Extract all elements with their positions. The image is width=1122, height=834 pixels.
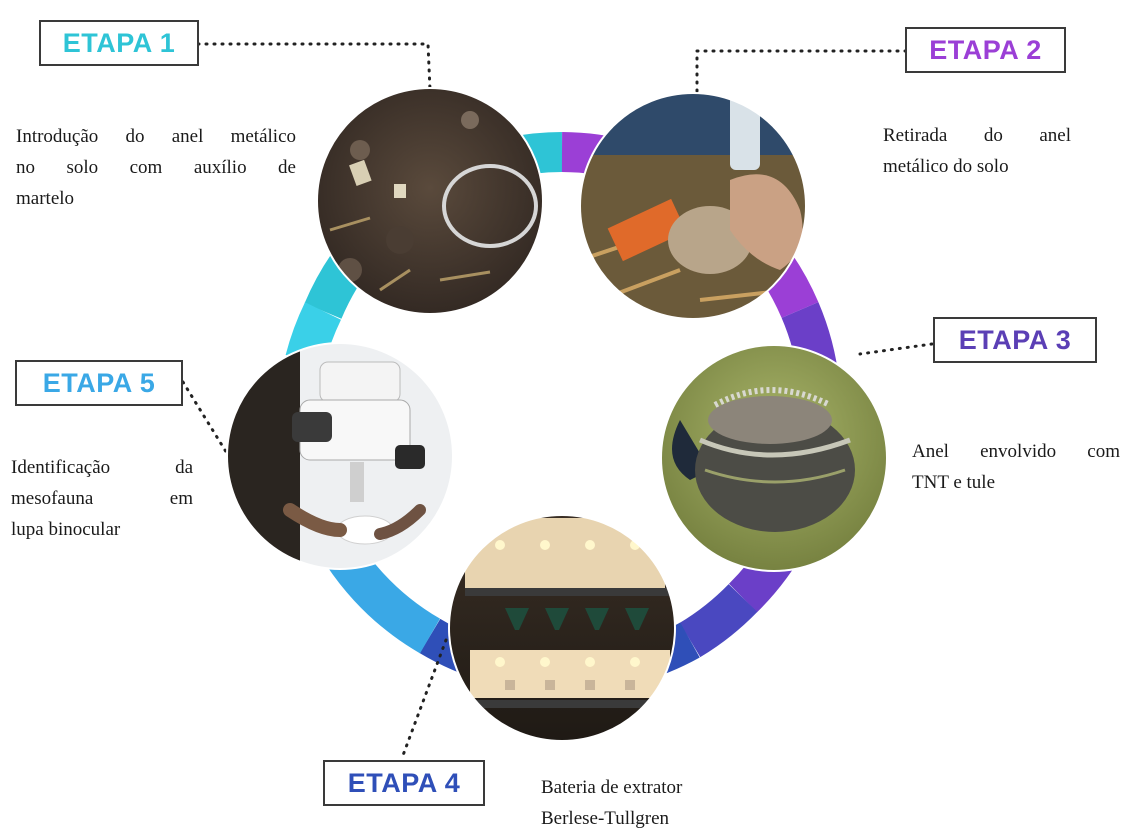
stage-description-5-line-1: Identificação da <box>11 457 193 478</box>
stage-description-4: Bateria de extrator Berlese-Tullgren <box>541 772 741 834</box>
stage-description-5: Identificação da mesofauna em lupa binoc… <box>11 452 193 545</box>
connectors <box>181 42 934 760</box>
stage-description-5-line-3: lupa binocular <box>11 519 121 540</box>
connector-etapa-3 <box>858 342 934 356</box>
stage-description-1: Introdução do anel metálico no solo com … <box>16 121 296 214</box>
mesh-wrapped-ring-photo <box>661 345 887 571</box>
stage-description-2-line-2: metálico do solo <box>883 156 1009 177</box>
stage-description-1-line-2: no solo com auxílio de <box>16 157 296 178</box>
stage-label-3: ETAPA 3 <box>933 317 1097 363</box>
stage-label-2: ETAPA 2 <box>905 27 1066 73</box>
photo-outlines <box>226 87 888 742</box>
stage-description-1-line-1: Introdução do anel metálico <box>16 126 296 147</box>
stage-label-5: ETAPA 5 <box>15 360 183 406</box>
connector-etapa-1 <box>196 42 432 92</box>
connector-etapa-4 <box>400 638 448 760</box>
berlese-tullgren-extractor-photo <box>449 515 675 741</box>
stage-description-3: Anel envolvido com TNT e tule <box>912 436 1120 498</box>
stage-description-4-line-2: Berlese-Tullgren <box>541 808 670 829</box>
connector-etapa-5 <box>181 380 230 457</box>
stage-description-3-line-2: TNT e tule <box>912 472 996 493</box>
stage-description-2: Retirada do anel metálico do solo <box>883 120 1071 182</box>
stage-label-4: ETAPA 4 <box>323 760 485 806</box>
stage-description-3-line-1: Anel envolvido com <box>912 441 1120 462</box>
stage-description-1-line-3: martelo <box>16 188 75 209</box>
soil-ring-photo <box>317 88 543 314</box>
stage-description-5-line-2: mesofauna em <box>11 488 193 509</box>
stage-description-4-line-1: Bateria de extrator <box>541 777 683 798</box>
stage-description-2-line-1: Retirada do anel <box>883 125 1071 146</box>
stage-label-1: ETAPA 1 <box>39 20 199 66</box>
connector-etapa-2 <box>695 49 908 94</box>
ring-segment-3b <box>679 583 758 658</box>
